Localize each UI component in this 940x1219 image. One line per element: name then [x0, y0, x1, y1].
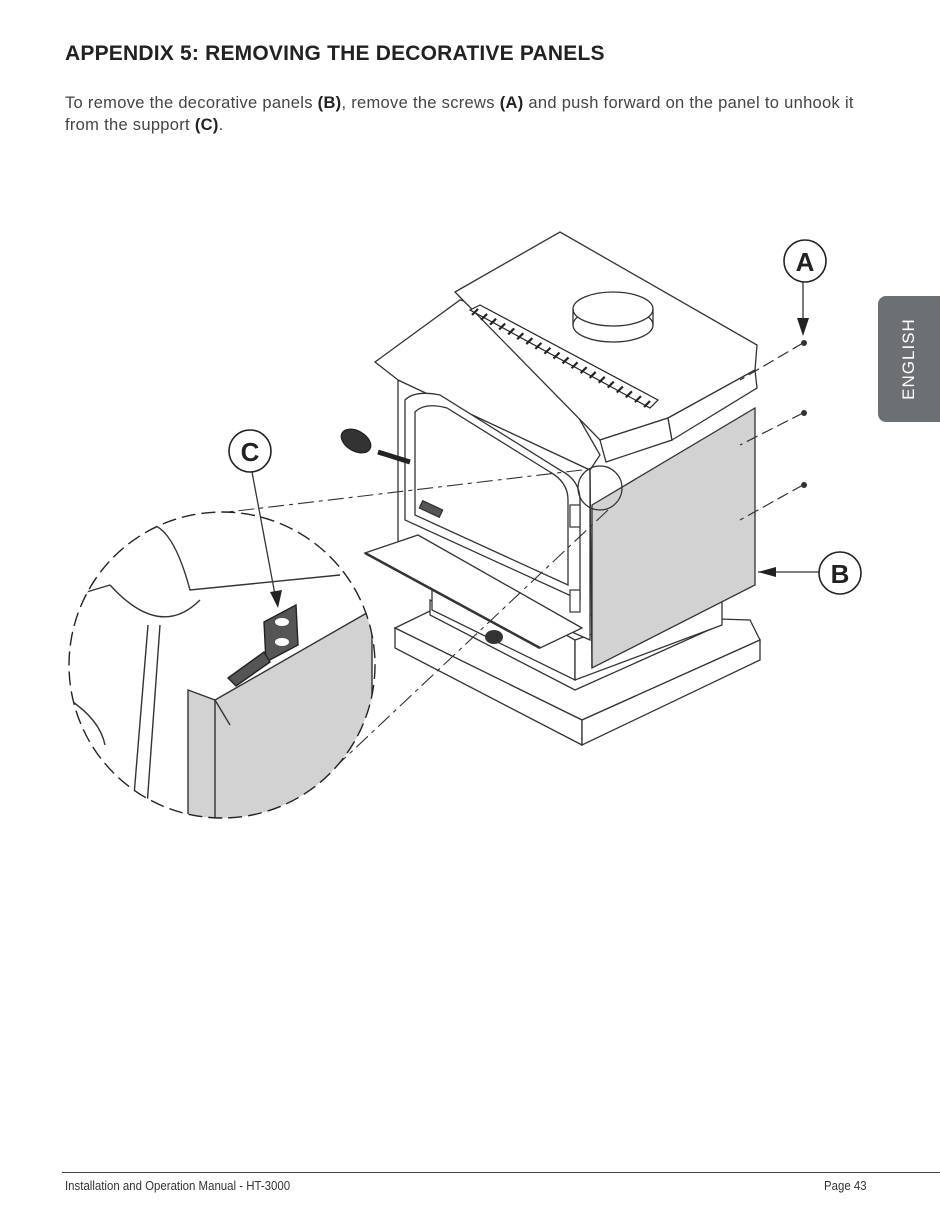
intro-text-1: To remove the decorative panels — [65, 94, 318, 112]
callout-c: C — [228, 429, 272, 473]
footer-rule — [62, 1172, 940, 1173]
language-tab[interactable]: ENGLISH — [878, 296, 940, 422]
detail-marker — [577, 465, 623, 511]
projection-lines — [227, 469, 609, 773]
callout-c-label: C — [241, 437, 260, 467]
grille-slat — [534, 342, 543, 350]
callout-b-label: B — [831, 559, 850, 589]
grille-slat — [516, 332, 525, 340]
door-hinges — [569, 504, 581, 613]
air-control-knob — [485, 630, 503, 644]
grille-slat — [498, 322, 506, 331]
page-heading: APPENDIX 5: REMOVING THE DECORATIVE PANE… — [65, 42, 605, 65]
grille-slat — [480, 313, 488, 321]
callout-a: A — [783, 239, 827, 283]
stove-door — [404, 392, 581, 602]
arrow-b — [758, 567, 776, 577]
grille-slat — [570, 361, 579, 370]
grille-slat — [543, 346, 552, 355]
grille-slat — [489, 317, 497, 326]
door-handle — [340, 428, 411, 465]
grille-slat — [597, 376, 606, 384]
grille-slat — [643, 400, 651, 408]
grille-slat — [634, 395, 642, 403]
grille-slat — [616, 385, 624, 394]
grille-slat — [507, 327, 515, 336]
grille-slat — [561, 356, 570, 365]
grille-slat — [471, 308, 479, 316]
intro-text-3: and push forward on the panel to unhook … — [65, 94, 854, 134]
intro-ref-b: (B) — [317, 94, 342, 112]
flue-collar — [572, 291, 654, 343]
zoom-detail — [68, 511, 376, 819]
arrow-c — [270, 590, 282, 608]
callout-b: B — [818, 551, 862, 595]
grille-slat — [525, 337, 534, 345]
footer-manual-title: Installation and Operation Manual - HT-3… — [65, 1178, 291, 1193]
arrow-a — [797, 318, 809, 336]
callout-a-label: A — [796, 247, 815, 277]
intro-ref-a: (A) — [499, 94, 524, 112]
footer-page-number: Page 43 — [824, 1178, 867, 1193]
intro-text-2: , remove the screws — [341, 94, 500, 112]
grille-slat — [625, 390, 633, 399]
intro-ref-c: (C) — [194, 116, 219, 134]
intro-text-4: . — [218, 116, 224, 134]
grille-slat — [579, 366, 588, 374]
screw-leaders — [739, 342, 804, 521]
screws — [801, 340, 807, 488]
grille-slat — [588, 371, 597, 379]
grille-slat — [607, 380, 615, 389]
top-grille — [468, 304, 659, 409]
top-grille-slats — [471, 308, 651, 408]
grille-slat — [552, 351, 561, 360]
intro-paragraph: To remove the decorative panels (B), rem… — [65, 92, 875, 136]
